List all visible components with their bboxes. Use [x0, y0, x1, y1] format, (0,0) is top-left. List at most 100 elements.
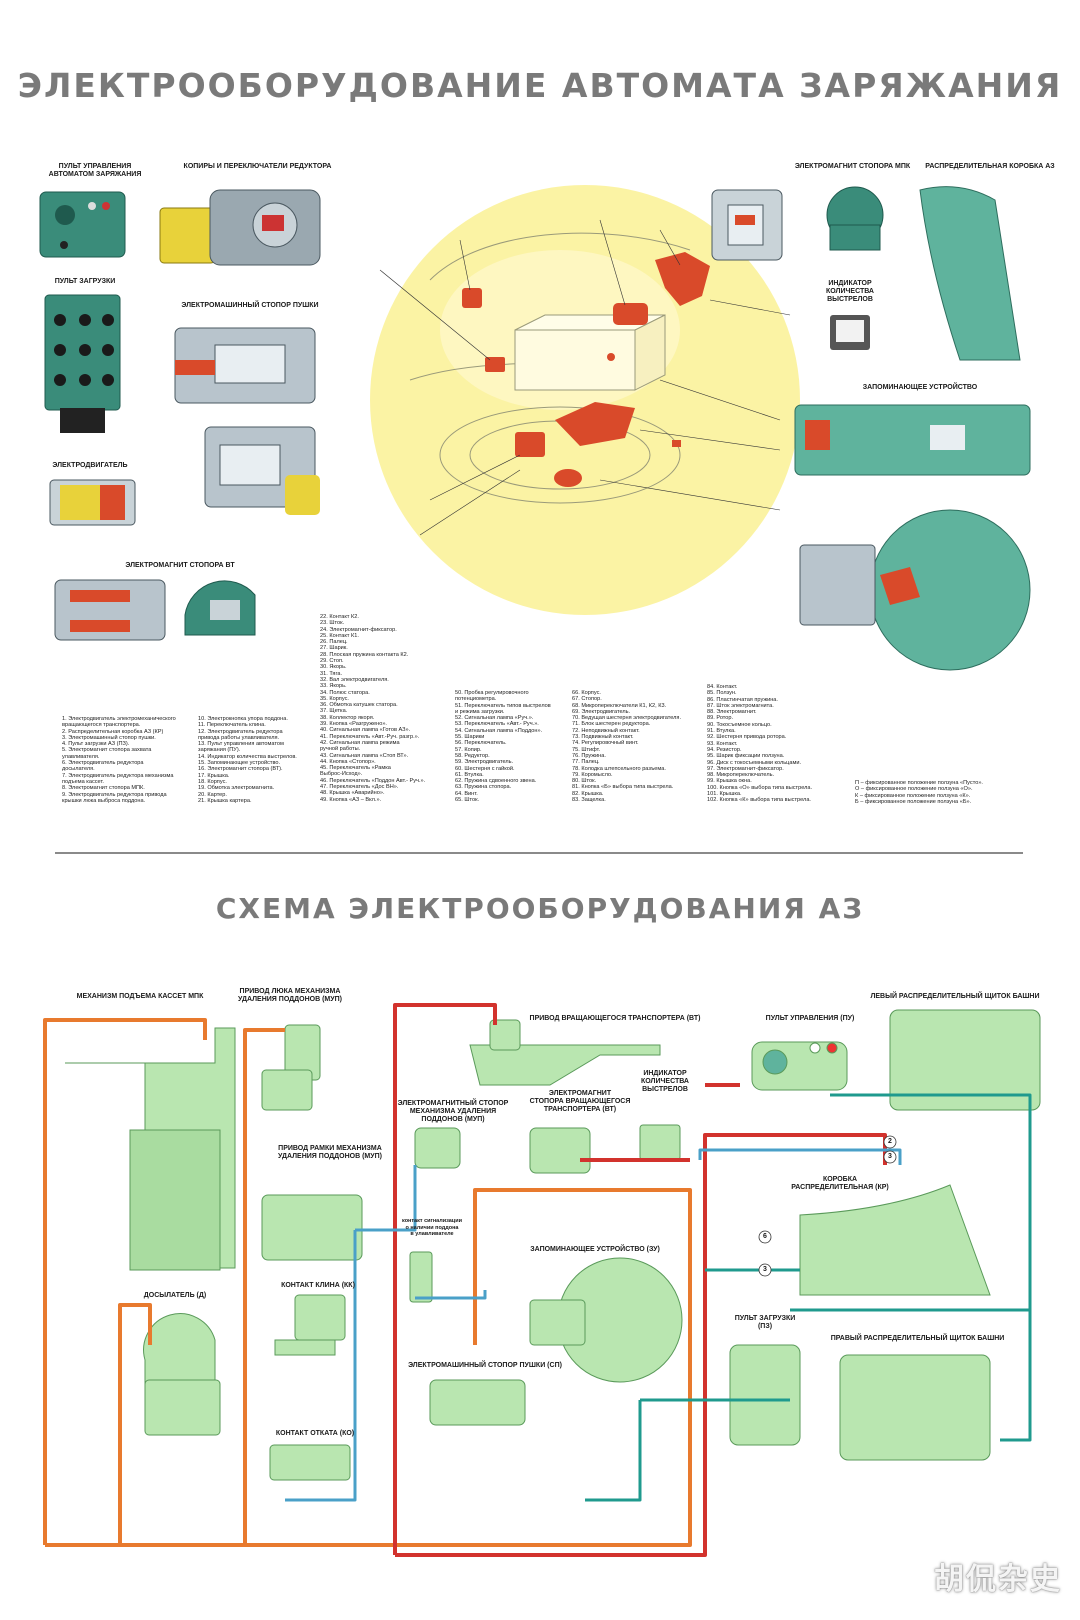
legend-line: 82. Крышка.: [572, 790, 604, 797]
legend-line: 6. Электродвигатель редуктора: [62, 760, 144, 767]
legend-line: 14. Индикатор количества выстрелов.: [198, 753, 297, 760]
legend-line: 81. Кнопка «Б» выбора типа выстрела.: [572, 784, 674, 791]
legend-line: 36. Обмотка катушек статора.: [320, 702, 398, 709]
label-control-panel: ПУЛЬТ УПРАВЛЕНИЯ АВТОМАТОМ ЗАРЯЖАНИЯ: [48, 163, 142, 178]
watermark: 胡侃杂史: [934, 1563, 1062, 1596]
legend-line: 1. Электродвигатель электромеханического: [62, 716, 176, 722]
legend-line: П – фиксированное положение ползуна «Пус…: [855, 780, 983, 786]
legend-line: 42. Сигнальная лампа режима: [320, 739, 400, 746]
legend-line: 11. Переключатель клина.: [198, 722, 266, 729]
legend-line: 92. Шестерня привода ротора.: [707, 734, 787, 741]
label-distribution-box: РАСПРЕДЕЛИТЕЛЬНАЯ КОРОБКА АЗ: [925, 163, 1055, 170]
label-ko: КОНТАКТ ОТКАТА (КО): [275, 1430, 355, 1437]
legend-line: 84. Контакт.: [707, 684, 738, 690]
wire-teal: [585, 1398, 790, 1502]
label-mpk: МЕХАНИЗМ ПОДЪЕМА КАССЕТ МПК: [76, 993, 204, 1000]
legend-col-5: 66. Корпус.67. Стопор.68. Микропереключа…: [572, 690, 681, 803]
legend-line: 90. Токосъемное кольцо.: [707, 721, 772, 728]
legend-line: 38. Коллектор якоря.: [320, 714, 375, 721]
kk-device: [294, 1294, 346, 1341]
load-panel-image: [44, 294, 121, 433]
motor-image: [49, 479, 136, 526]
legend-line: 21. Крышка картера.: [198, 797, 252, 804]
legend-line: 58. Редуктор.: [455, 752, 490, 759]
legend-line: 4. Пульт загрузки АЗ (ПЗ).: [62, 741, 130, 748]
legend-line: ручной работы.: [320, 746, 361, 753]
pz-device: [729, 1344, 801, 1446]
memory-device-image: [794, 404, 1031, 476]
vt-magnet-image: [54, 579, 256, 641]
label-memory: ЗАПОМИНАЮЩЕЕ УСТРОЙСТВО: [862, 384, 978, 391]
legend-line: 71. Блок шестерен редуктора.: [572, 721, 651, 728]
legend-line: 10. Электрокнопка упора поддона.: [198, 716, 288, 722]
legend-line: 7. Электродвигатель редуктора механизма: [62, 772, 174, 779]
legend-line: 61. Втулка.: [455, 771, 484, 778]
rotor-disc-image: [799, 509, 1031, 671]
legend-line: 94. Резистор.: [707, 746, 742, 753]
legend-line: 18. Корпус.: [198, 778, 227, 785]
label-rammer: ДОСЫЛАТЕЛЬ (Д): [143, 1292, 207, 1299]
label-mup-stopper: ЭЛЕКТРОМАГНИТНЫЙ СТОПОР МЕХАНИЗМА УДАЛЕН…: [397, 1100, 509, 1123]
legend-col-7: П – фиксированное положение ползуна «Пус…: [855, 780, 983, 805]
legend-line: 76. Пружина.: [572, 752, 606, 759]
wire-red: [393, 1003, 497, 1555]
label-load-panel: ПУЛЬТ ЗАГРУЗКИ: [54, 278, 116, 285]
legend-line: улавливателя.: [62, 753, 100, 760]
label-left-shield: ЛЕВЫЙ РАСПРЕДЕЛИТЕЛЬНЫЙ ЩИТОК БАШНИ: [870, 993, 1040, 1000]
legend-line: 16. Электромагнит стопора (ВТ).: [198, 766, 283, 773]
legend-line: 2. Распределительная коробка АЗ (КР): [62, 728, 164, 735]
legend-line: 47. Переключатель «Дос ВН».: [320, 784, 399, 791]
schema-title: СХЕМА ЭЛЕКТРООБОРУДОВАНИЯ АЗ: [215, 892, 865, 925]
legend-line: 72. Неподвижный контакт.: [572, 727, 640, 734]
legend-line: 53. Переключатель «Авт.- Руч.».: [455, 721, 539, 728]
label-vt-magnet: ЭЛЕКТРОМАГНИТ СТОПОРА ВТ: [125, 562, 235, 569]
label-pu: ПУЛЬТ УПРАВЛЕНИЯ (ПУ): [765, 1015, 855, 1022]
sp-device: [429, 1379, 526, 1426]
legend-line: 77. Палец.: [572, 759, 600, 766]
legend-line: заряжания (ПУ).: [198, 747, 241, 754]
legend-line: 40. Сигнальная лампа «Готов АЗ».: [320, 727, 411, 734]
legend-line: 55. Шарики: [455, 734, 485, 741]
gear-motor-image: [204, 426, 320, 515]
legend-line: 99. Крышка окна.: [707, 778, 752, 785]
legend-line: 54. Сигнальная лампа «Поддон».: [455, 727, 543, 734]
legend-line: 17. Крышка.: [198, 772, 230, 779]
junction-3: 3: [888, 1153, 892, 1160]
legend-line: 5. Электромагнит стопора захвата: [62, 747, 152, 754]
mup-stopper-device: [414, 1127, 461, 1169]
label-kr: КОРОБКА РАСПРЕДЕЛИТЕЛЬНАЯ (КР): [791, 1176, 889, 1191]
legend-line: 93. Контакт.: [707, 740, 738, 747]
legend-line: 13. Пульт управления автоматом: [198, 741, 284, 748]
legend-line: 66. Корпус.: [572, 690, 601, 696]
legend-line: 23. Шток.: [320, 620, 345, 627]
legend-line: 45. Переключатель «Рамка: [320, 765, 391, 772]
legend-col-1: 1. Электродвигатель электромеханического…: [62, 716, 176, 804]
legend-line: 102. Кнопка «К» выбора типа выстрела.: [707, 797, 811, 804]
legend-line: 52. Сигнальная лампа «Руч.».: [455, 715, 534, 722]
vt-drive-device: [469, 1044, 661, 1086]
legend-line: 68. Микропереключатели К1, К2, К3.: [572, 702, 667, 709]
legend-line: 63. Пружина стопора.: [455, 784, 512, 791]
junction-6: 6: [763, 1233, 767, 1240]
legend-line: 83. Защелка.: [572, 797, 606, 804]
legend-line: и режима загрузки.: [455, 708, 505, 715]
legend-line: 46. Переключатель «Поддон Авт.- Руч.».: [320, 777, 426, 784]
legend-line: 101. Крышка.: [707, 791, 742, 798]
wire-blue: [285, 1165, 417, 1502]
legend-line: 95. Шарик фиксации ползуна.: [707, 753, 785, 760]
label-motor: ЭЛЕКТРОДВИГАТЕЛЬ: [52, 462, 128, 469]
legend-line: 62. Пружина сдвоенного звена.: [455, 778, 537, 785]
label-mpk-magnet: ЭЛЕКТРОМАГНИТ СТОПОРА МПК: [794, 163, 911, 170]
legend-line: 12. Электродвигатель редуктора: [198, 728, 283, 735]
legend-col-3: 22. Контакт К2.23. Шток.24. Электромагни…: [320, 614, 425, 803]
turret-sketch: [409, 232, 691, 504]
legend-col-6: 84. Контакт.85. Ползун.86. Пластинчатая …: [707, 684, 812, 804]
gun-stopper-image: [174, 327, 316, 404]
legend-line: потенциометра.: [455, 696, 497, 703]
legend-line: 57. Копир.: [455, 746, 482, 753]
legend-line: 35. Корпус.: [320, 695, 349, 702]
section-divider: [55, 852, 1023, 854]
label-pallet-contact: контакт сигнализации о наличии поддона в…: [402, 1218, 462, 1237]
junction-2: 2: [888, 1138, 892, 1145]
